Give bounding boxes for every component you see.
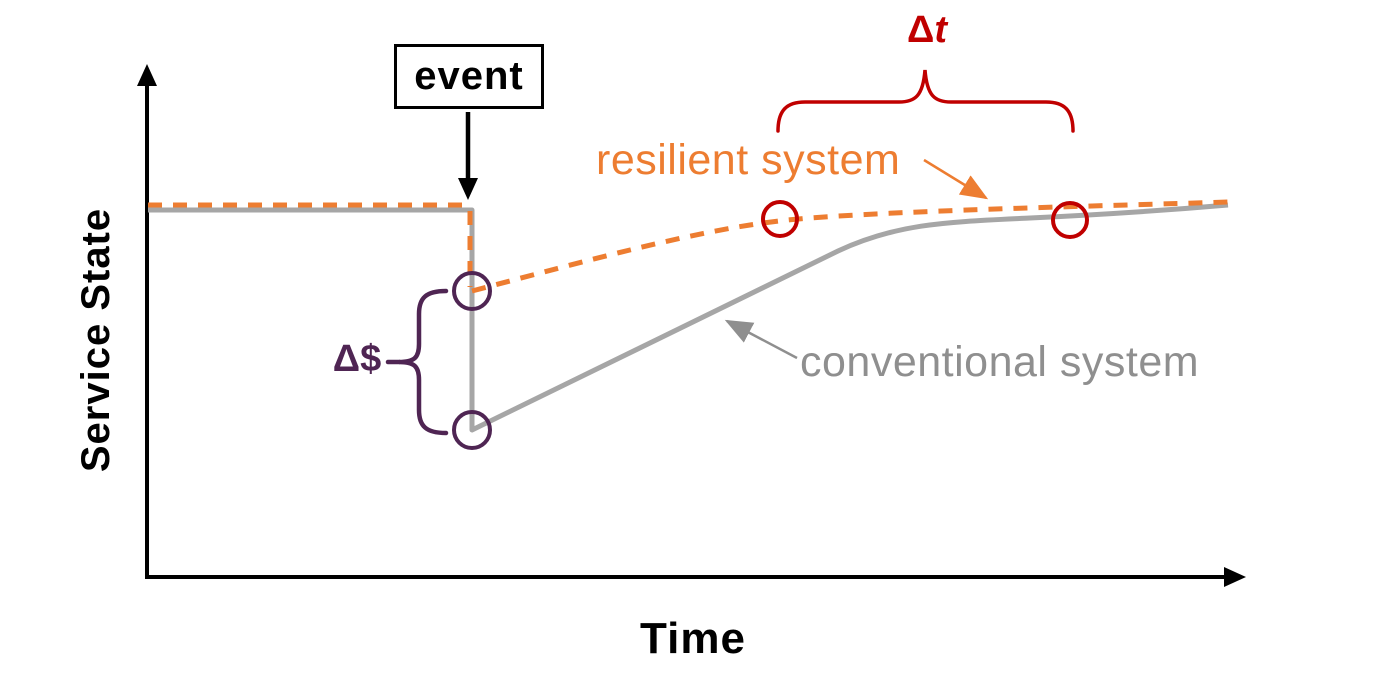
resilient-callout-arrow [923, 158, 989, 200]
conventional-system-label: conventional system [800, 338, 1200, 386]
resilient-drop-marker-circle [452, 271, 492, 311]
conventional-drop-marker-circle [452, 410, 492, 450]
event-box: event [394, 44, 544, 109]
conventional-system-curve [148, 202, 1229, 433]
delta-t-variable: t [934, 9, 947, 51]
delta-s-delta-symbol: Δ [332, 338, 361, 380]
x-axis-label: Time [640, 614, 746, 663]
delta-s-variable: $ [360, 338, 382, 380]
conventional-recovery-marker-circle [1051, 201, 1089, 239]
event-label: event [414, 54, 524, 98]
resilient-system-recovery-dashed [471, 199, 1229, 294]
delta-s-brace [398, 288, 449, 436]
delta-t-label: Δt [907, 11, 947, 49]
conventional-callout-arrow [724, 319, 798, 360]
event-arrowhead-icon [458, 178, 478, 200]
y-axis-arrowhead-icon [137, 64, 157, 86]
delta-t-brace [776, 69, 1075, 133]
delta-t-delta-symbol: Δ [907, 9, 935, 51]
resilient-recovery-marker-circle [761, 200, 799, 238]
delta-s-label: Δ$ [333, 340, 381, 378]
x-axis-arrowhead-icon [1224, 567, 1246, 587]
resilient-system-label: resilient system [596, 136, 901, 184]
y-axis-label: Service State [74, 207, 118, 473]
